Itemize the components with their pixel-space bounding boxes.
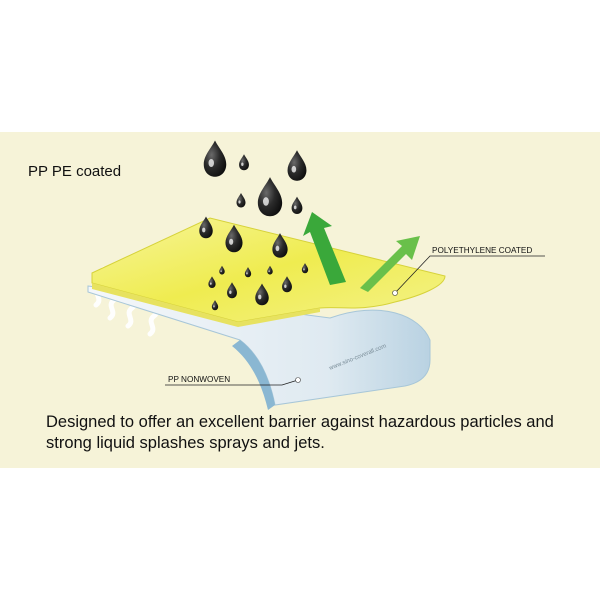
- label-polyethylene-text: POLYETHYLENE COATED: [432, 246, 532, 255]
- diagram-caption: Designed to offer an excellent barrier a…: [46, 413, 554, 452]
- label-pp-nonwoven: PP NONWOVEN: [165, 375, 301, 386]
- reflection-arrows: [303, 212, 420, 292]
- diagram-title: PP PE coated: [28, 163, 122, 180]
- pp-nonwoven-layer: [87, 285, 431, 410]
- label-pp-nonwoven-text: PP NONWOVEN: [168, 375, 230, 384]
- label-polyethylene: POLYETHYLENE COATED: [392, 246, 545, 296]
